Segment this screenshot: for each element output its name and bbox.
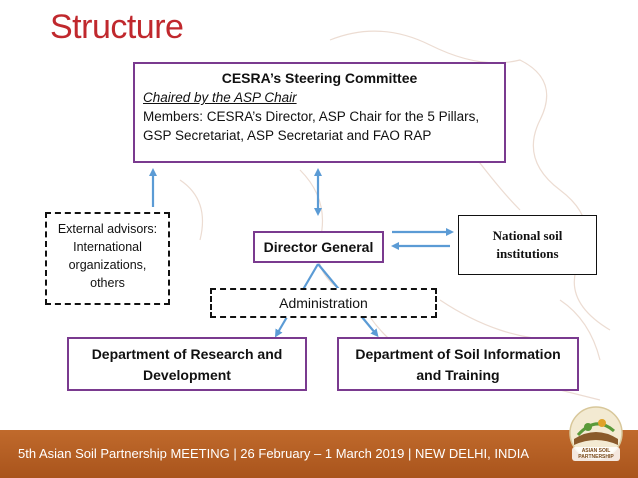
asp-logo-text: ASIAN SOIL PARTNERSHIP [578, 448, 614, 460]
administration-box: Administration [210, 288, 437, 318]
footer-bar: 5th Asian Soil Partnership MEETING | 26 … [0, 430, 638, 478]
external-advisors-line-2: International [73, 240, 142, 254]
asp-logo-icon [569, 406, 623, 461]
external-advisors-box: External advisors: International organiz… [45, 212, 170, 305]
national-soil-line-2: institutions [496, 246, 559, 261]
dept-soil-info-line-1: Department of Soil Information [355, 346, 561, 362]
steering-committee-members-2: GSP Secretariat, ASP Secretariat and FAO… [143, 128, 432, 143]
dept-research-box: Department of Research and Development [67, 337, 307, 391]
dept-research-line-2: Development [143, 367, 231, 383]
external-advisors-line-1: External advisors: [57, 222, 158, 236]
dept-research-line-1: Department of Research and [91, 346, 283, 362]
dept-soil-info-line-2: and Training [416, 367, 500, 383]
steering-committee-heading: CESRA’s Steering Committee [221, 70, 418, 86]
director-general-box: Director General [253, 231, 384, 263]
external-advisors-line-3: organizations, [68, 258, 147, 272]
national-soil-institutions-box: National soil institutions [458, 215, 597, 275]
steering-committee-chair: Chaired by the ASP Chair [143, 90, 297, 105]
national-soil-line-1: National soil [492, 228, 563, 243]
external-advisors-line-4: others [90, 276, 125, 290]
dept-soil-info-box: Department of Soil Information and Train… [337, 337, 579, 391]
steering-committee-members-1: Members: CESRA’s Director, ASP Chair for… [143, 109, 480, 124]
page-title: Structure [50, 8, 184, 46]
footer-text: 5th Asian Soil Partnership MEETING | 26 … [18, 446, 530, 461]
steering-committee-box: CESRA’s Steering Committee Chaired by th… [133, 62, 506, 163]
